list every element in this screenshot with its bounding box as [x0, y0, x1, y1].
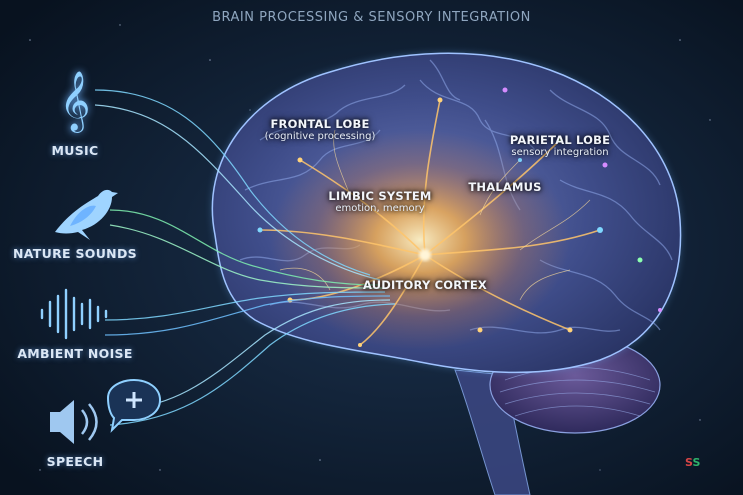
region-name: FRONTAL LOBE — [255, 117, 385, 131]
svg-text:𝄞: 𝄞 — [60, 71, 91, 133]
diagram-title: BRAIN PROCESSING & SENSORY INTEGRATION — [0, 10, 743, 25]
limbic-glow — [270, 130, 570, 350]
region-auditory-cortex: AUDITORY CORTEX — [350, 278, 500, 292]
region-description: emotion, memory — [315, 203, 445, 214]
region-name: LIMBIC SYSTEM — [315, 189, 445, 203]
region-thalamus: THALAMUS — [455, 180, 555, 194]
region-name: PARIETAL LOBE — [495, 133, 625, 147]
watermark-logo: SS — [685, 456, 700, 469]
region-parietal-lobe: PARIETAL LOBE sensory integration — [495, 133, 625, 158]
region-name: AUDITORY CORTEX — [350, 278, 500, 292]
input-label-speech: SPEECH — [0, 454, 155, 469]
input-label-music: MUSIC — [0, 143, 155, 158]
region-limbic-system: LIMBIC SYSTEM emotion, memory — [315, 189, 445, 214]
region-frontal-lobe: FRONTAL LOBE (cognitive processing) — [255, 117, 385, 142]
region-description: sensory integration — [495, 147, 625, 158]
input-label-ambient-noise: AMBIENT NOISE — [0, 346, 155, 361]
region-name: THALAMUS — [455, 180, 555, 194]
region-description: (cognitive processing) — [255, 131, 385, 142]
input-label-nature-sounds: NATURE SOUNDS — [0, 246, 155, 261]
treble-clef-icon: 𝄞 — [60, 71, 91, 133]
